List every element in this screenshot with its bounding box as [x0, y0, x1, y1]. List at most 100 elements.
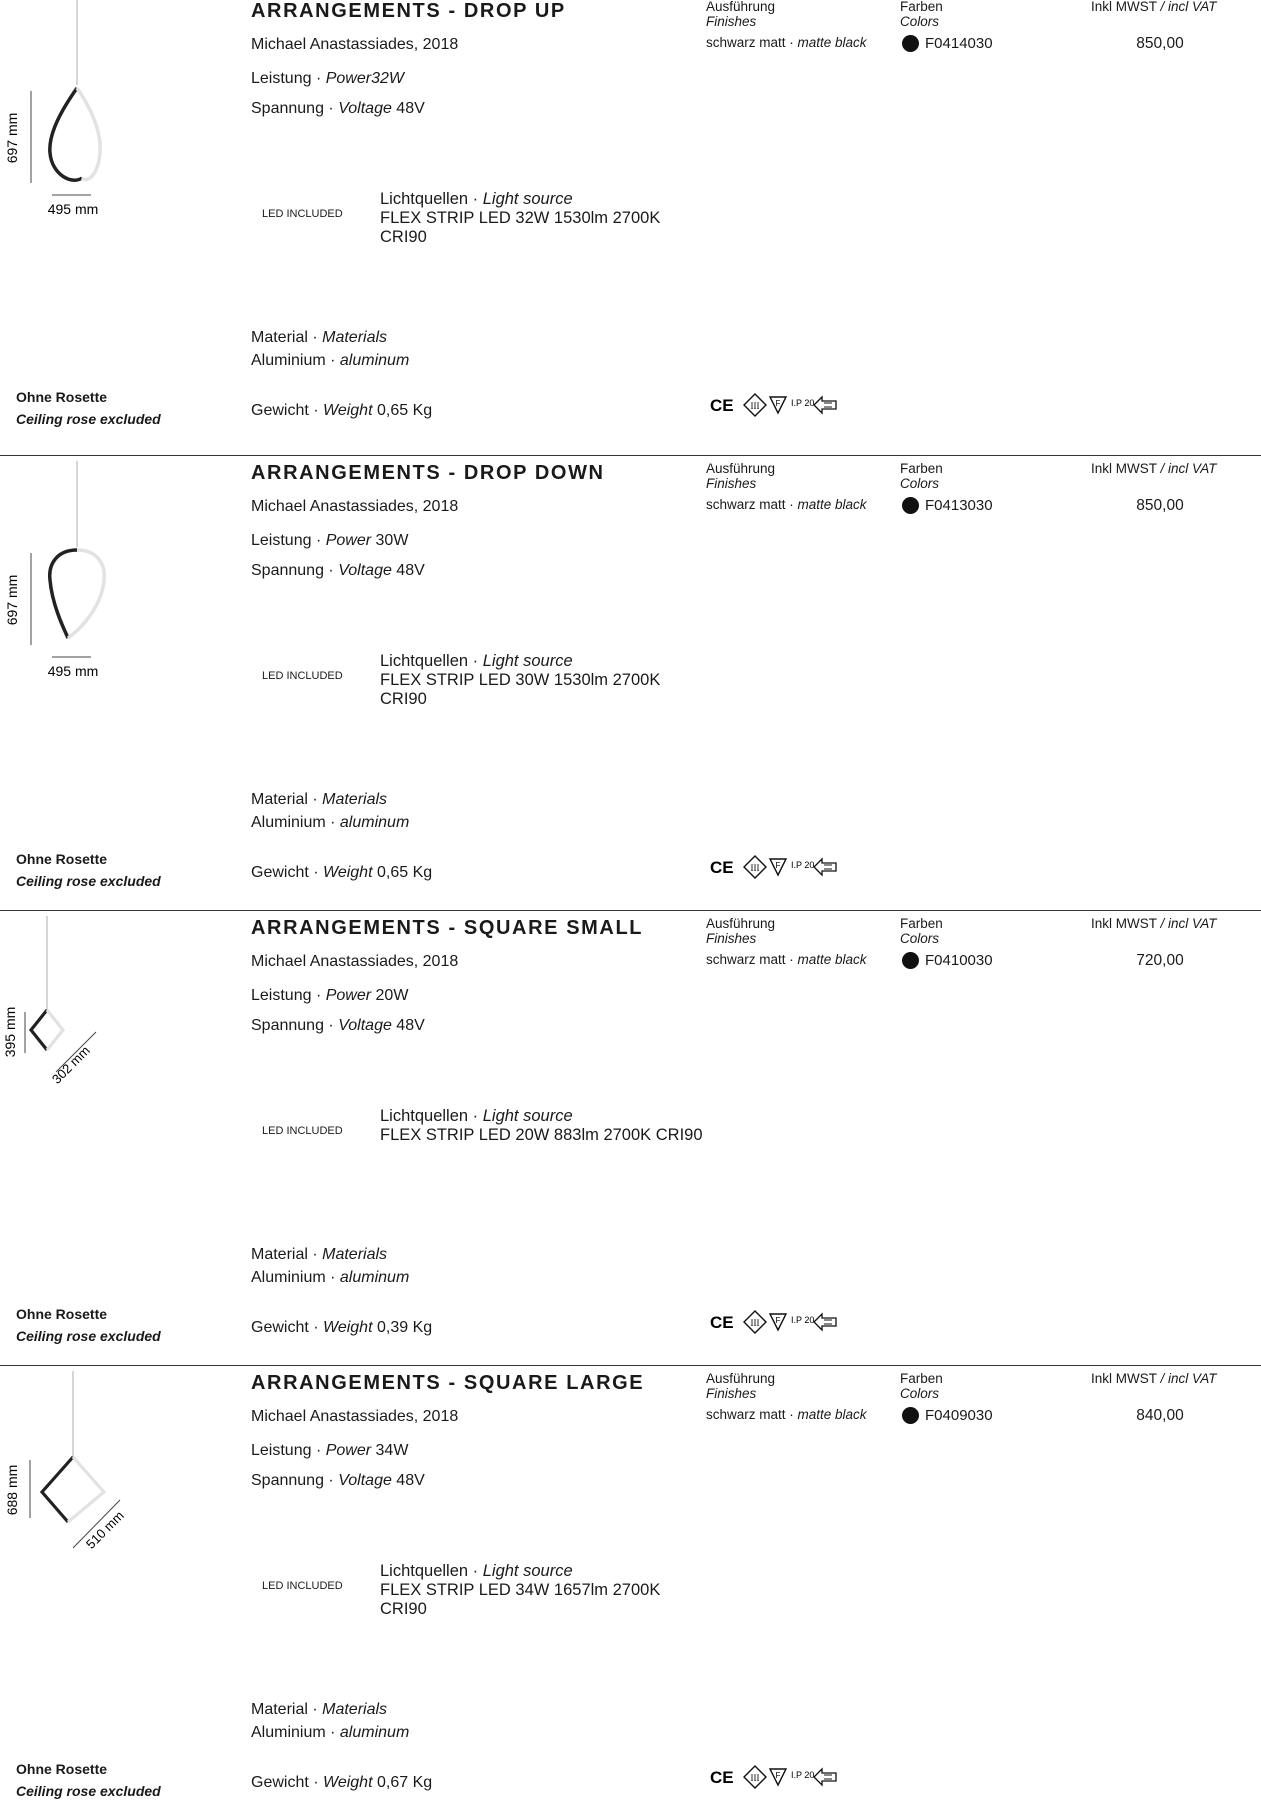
led-included-badge: LED INCLUDED: [262, 670, 343, 682]
color-dot-icon: [902, 497, 919, 514]
price: 720,00: [1136, 952, 1184, 969]
material-value: Aluminium · aluminum: [251, 814, 410, 831]
svg-text:F: F: [776, 861, 781, 870]
width-dimension: 302 mm: [49, 1043, 93, 1087]
f-mark-icon: F: [768, 1313, 788, 1332]
ip20-icon: I.P 20: [791, 398, 814, 408]
material-value: Aluminium · aluminum: [251, 1269, 410, 1286]
energy-mark-icon: [813, 395, 837, 415]
f-mark-icon: F: [768, 858, 788, 877]
height-dimension: 688 mm: [4, 1465, 20, 1516]
energy-mark-icon: [813, 1312, 837, 1332]
voltage-value: 48V: [391, 1017, 425, 1034]
designer: Michael Anastassiades, 2018: [251, 953, 459, 970]
weight-spec: Gewicht · Weight 0,65 Kg: [251, 402, 433, 419]
material-value: Aluminium · aluminum: [251, 1724, 410, 1741]
height-dimension: 395 mm: [2, 1007, 18, 1058]
price-header: Inkl MWST / incl VAT: [1091, 916, 1217, 931]
light-source-value: FLEX STRIP LED 30W 1530lm 2700K CRI90: [380, 671, 661, 708]
energy-mark-icon: [813, 1767, 837, 1787]
lamp-arc-light: [66, 548, 106, 640]
certification-icons: CE III F I.P 20: [710, 1310, 837, 1334]
ce-mark-icon: CE: [710, 1313, 734, 1332]
weight-value: 0,39 Kg: [376, 1319, 433, 1336]
designer: Michael Anastassiades, 2018: [251, 498, 459, 515]
material-label: Material · Materials: [251, 1701, 388, 1718]
price-header: Inkl MWST / incl VAT: [1091, 1371, 1217, 1386]
weight-spec: Gewicht · Weight 0,67 Kg: [251, 1774, 433, 1791]
rosette-label: Ohne Rosette: [16, 1761, 108, 1777]
lamp-drawing: 395 mm 302 mm: [2, 916, 97, 1087]
svg-text:F: F: [776, 399, 781, 408]
width-dimension: 495 mm: [48, 663, 99, 679]
class-iii-icon: III: [743, 393, 767, 417]
color-swatch: F0410030: [902, 952, 993, 969]
class-iii-icon: III: [743, 1765, 767, 1789]
weight-value: 0,65 Kg: [376, 864, 433, 881]
power-spec: Leistung · Power32W: [251, 70, 404, 87]
ce-mark-icon: CE: [710, 1768, 734, 1787]
finish-value: schwarz matt · matte black: [706, 35, 867, 50]
rosette-label-en: Ceiling rose excluded: [16, 1783, 161, 1799]
ip20-icon: I.P 20: [791, 860, 814, 870]
voltage-value: 48V: [391, 100, 425, 117]
svg-text:F: F: [776, 1771, 781, 1780]
color-dot-icon: [902, 1407, 919, 1424]
price-header: Inkl MWST / incl VAT: [1091, 461, 1217, 476]
voltage-spec: Spannung · Voltage 48V: [251, 562, 425, 579]
ip20-icon: I.P 20: [791, 1315, 814, 1325]
voltage-spec: Spannung · Voltage 48V: [251, 1017, 425, 1034]
price: 850,00: [1136, 35, 1184, 52]
ip20-icon: I.P 20: [791, 1770, 814, 1780]
color-swatch: F0409030: [902, 1407, 993, 1424]
power-value: 32W: [371, 70, 404, 87]
class-iii-icon: III: [743, 855, 767, 879]
voltage-value: 48V: [391, 562, 425, 579]
product-code: F0409030: [925, 1407, 993, 1424]
lamp-edge-dark: [39, 1455, 75, 1524]
designer: Michael Anastassiades, 2018: [251, 1408, 459, 1425]
product-title: ARRANGEMENTS - DROP UP: [251, 0, 566, 22]
led-included-badge: LED INCLUDED: [262, 1580, 343, 1592]
color-dot-icon: [902, 952, 919, 969]
power-spec: Leistung · Power 34W: [251, 1442, 409, 1459]
light-source-value: FLEX STRIP LED 20W 883lm 2700K CRI90: [380, 1126, 703, 1144]
power-spec: Leistung · Power 20W: [251, 987, 409, 1004]
height-dimension: 697 mm: [4, 113, 20, 164]
material-label: Material · Materials: [251, 791, 388, 808]
divider: [0, 910, 1261, 911]
rosette-label-en: Ceiling rose excluded: [16, 873, 161, 889]
svg-text:III: III: [751, 1318, 760, 1328]
height-dimension: 697 mm: [4, 575, 20, 626]
lamp-edge-light: [66, 1455, 107, 1524]
svg-text:III: III: [751, 401, 760, 411]
color-swatch: F0413030: [902, 497, 993, 514]
weight-spec: Gewicht · Weight 0,65 Kg: [251, 864, 433, 881]
svg-text:III: III: [751, 1773, 760, 1783]
rosette-label: Ohne Rosette: [16, 851, 108, 867]
product-title: ARRANGEMENTS - SQUARE SMALL: [251, 917, 644, 939]
price-header: Inkl MWST / incl VAT: [1091, 0, 1217, 14]
rosette-label-en: Ceiling rose excluded: [16, 1328, 161, 1344]
power-value: 30W: [375, 532, 409, 549]
lamp-arc-dark: [48, 86, 84, 182]
svg-text:III: III: [751, 863, 760, 873]
weight-value: 0,65 Kg: [376, 402, 433, 419]
ce-mark-icon: CE: [710, 858, 734, 877]
width-dimension-line: [72, 1499, 121, 1549]
lamp-arc-light: [75, 86, 102, 182]
f-mark-icon: F: [768, 1768, 788, 1787]
product-code: F0410030: [925, 952, 993, 969]
led-included-badge: LED INCLUDED: [262, 208, 343, 220]
